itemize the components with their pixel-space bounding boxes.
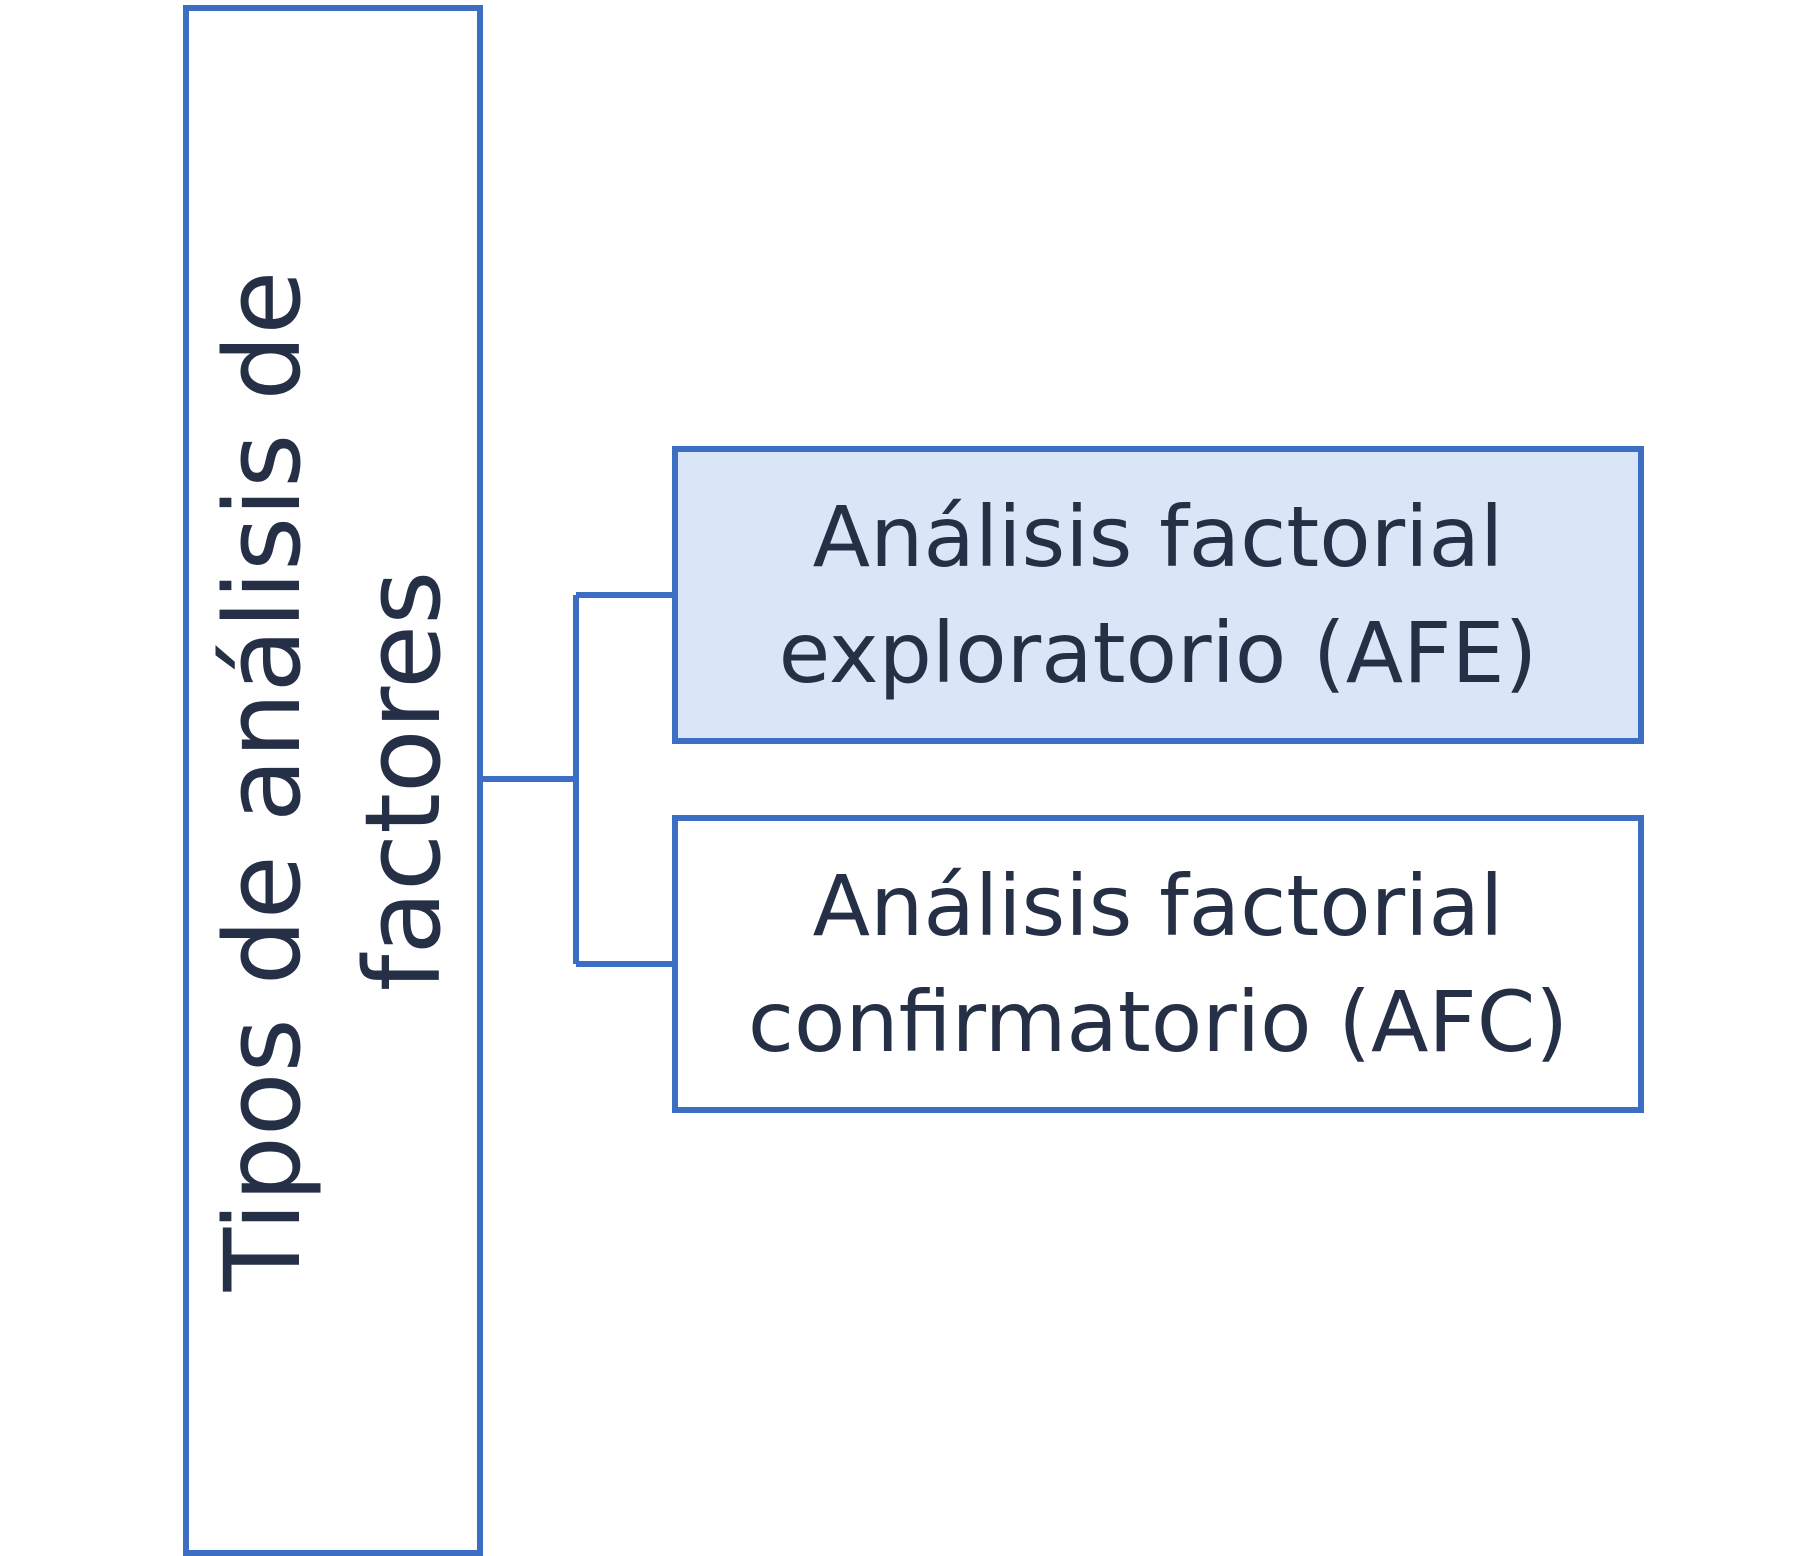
root-node-box: Tipos de análisis de factores bbox=[183, 5, 483, 1556]
root-node-label: Tipos de análisis de factores bbox=[202, 270, 464, 1291]
child-node-afe: Análisis factorial exploratorio (AFE) bbox=[672, 446, 1644, 744]
child-node-afe-label: Análisis factorial exploratorio (AFE) bbox=[778, 488, 1538, 702]
child-node-afc: Análisis factorial confirmatorio (AFC) bbox=[672, 815, 1644, 1113]
child-node-afc-label: Análisis factorial confirmatorio (AFC) bbox=[747, 857, 1569, 1071]
